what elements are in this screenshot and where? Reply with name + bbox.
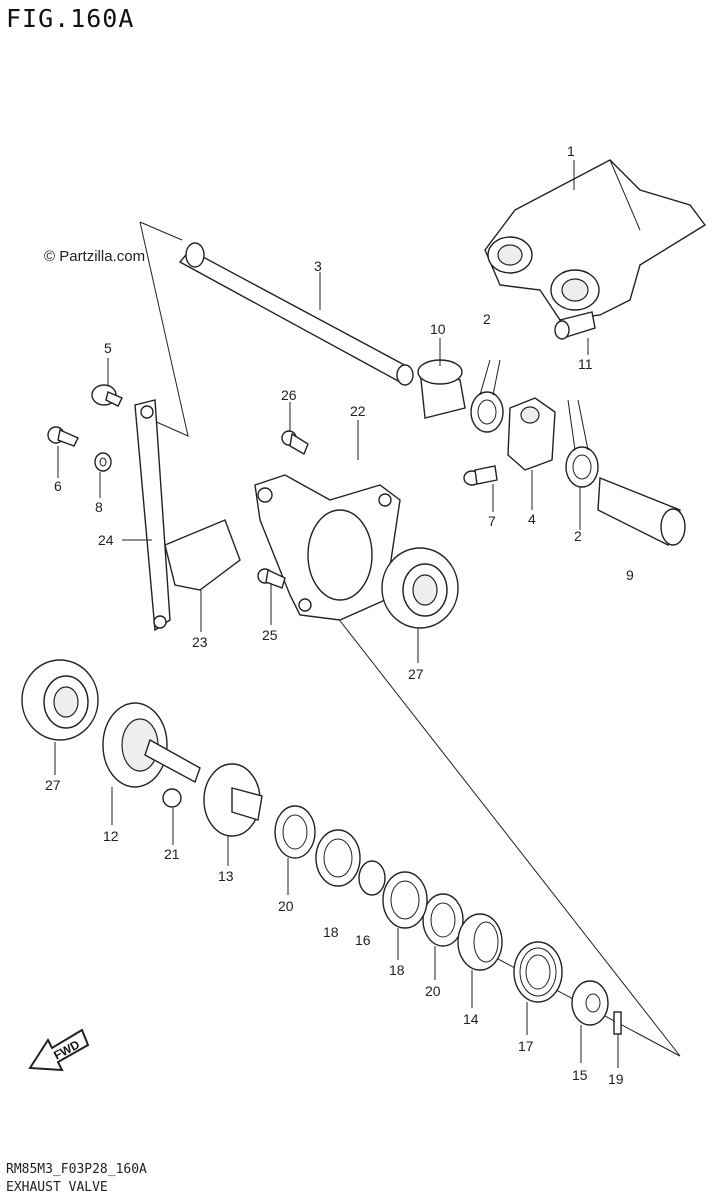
part-16-bushing[interactable] [358, 860, 386, 896]
callout-27: 27 [408, 666, 424, 682]
part-14-spring-seat[interactable] [457, 913, 503, 971]
part-26-screw[interactable] [281, 430, 309, 456]
part-2-spring-a[interactable] [470, 359, 504, 433]
guide-line-upper [139, 221, 189, 437]
guide-line-top [139, 221, 183, 241]
part-17-spring[interactable] [513, 941, 563, 1003]
callout-18: 18 [323, 924, 339, 940]
part-2-spring-b[interactable] [565, 399, 599, 488]
callout-25: 25 [262, 627, 278, 643]
callout-21: 21 [164, 846, 180, 862]
diagram-caption: EXHAUST VALVE [6, 1180, 108, 1195]
part-12-gear-shaft[interactable] [102, 702, 201, 788]
part-7-screw[interactable] [463, 465, 498, 486]
callout-4: 4 [528, 511, 536, 527]
part-11-bolt[interactable] [554, 311, 596, 340]
callout-16: 16 [355, 932, 371, 948]
part-6-bolt[interactable] [47, 426, 79, 447]
callout-23: 23 [192, 634, 208, 650]
part-3-shaft[interactable] [178, 242, 414, 386]
callout-17: 17 [518, 1038, 534, 1054]
part-27-bearing-left[interactable] [21, 659, 99, 741]
callout-13: 13 [218, 868, 234, 884]
callout-14: 14 [463, 1011, 479, 1027]
diagram-code: RM85M3_F03P28_160A [6, 1162, 147, 1177]
callout-19: 19 [608, 1071, 624, 1087]
callout-27: 27 [45, 777, 61, 793]
callout-9: 9 [626, 567, 634, 583]
callout-26: 26 [281, 387, 297, 403]
part-23-bracket[interactable] [164, 519, 241, 591]
part-27-bearing-right[interactable] [381, 547, 459, 629]
callout-2: 2 [483, 311, 491, 327]
callout-24: 24 [98, 532, 114, 548]
callout-11: 11 [578, 356, 593, 372]
leader-lines [54, 160, 619, 1068]
part-9-pipe[interactable] [597, 476, 686, 546]
callout-3: 3 [314, 258, 322, 274]
part-21-ball[interactable] [162, 788, 182, 808]
part-10-collar[interactable] [417, 359, 466, 419]
callout-18: 18 [389, 962, 405, 978]
guide-line-lower [329, 607, 681, 1057]
callout-8: 8 [95, 499, 103, 515]
part-15-retainer[interactable] [571, 980, 609, 1026]
callout-10: 10 [430, 321, 446, 337]
callout-7: 7 [488, 513, 496, 529]
part-13-guide[interactable] [203, 763, 263, 837]
callout-12: 12 [103, 828, 119, 844]
part-24-link-rod[interactable] [134, 399, 171, 632]
callout-2: 2 [574, 528, 582, 544]
part-19-pin[interactable] [613, 1011, 622, 1035]
part-18-washer-a[interactable] [315, 829, 361, 887]
part-4-lever[interactable] [507, 397, 556, 471]
part-5-bolt[interactable] [91, 384, 123, 407]
callout-22: 22 [350, 403, 366, 419]
callout-6: 6 [54, 478, 62, 494]
part-8-washer[interactable] [94, 452, 112, 472]
fwd-arrow-icon [28, 1028, 90, 1072]
part-22-cover[interactable] [254, 474, 401, 621]
watermark: © Partzilla.com [44, 248, 146, 265]
callout-5: 5 [104, 340, 112, 356]
part-18-washer-b[interactable] [382, 871, 428, 929]
figure-title: FIG.160A [6, 4, 135, 33]
part-20-needle-bearing-b[interactable] [422, 893, 464, 947]
part-1-valve-holder[interactable] [484, 159, 707, 321]
callout-20: 20 [278, 898, 294, 914]
part-20-needle-bearing-a[interactable] [274, 805, 316, 859]
callout-1: 1 [567, 143, 575, 159]
callout-20: 20 [425, 983, 441, 999]
callout-15: 15 [572, 1067, 588, 1083]
